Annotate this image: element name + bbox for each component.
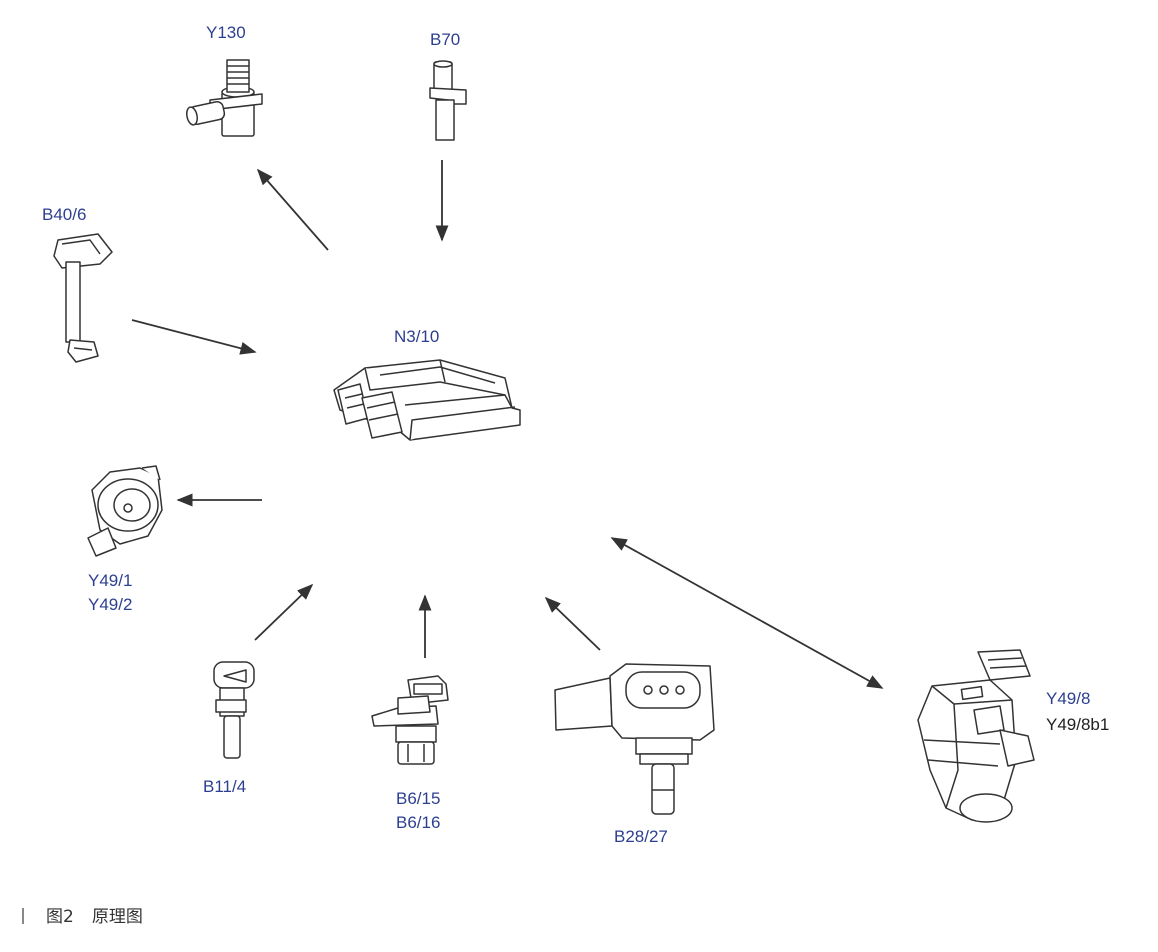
b40-6-sensor-drawing xyxy=(53,233,113,363)
b70-sensor-drawing xyxy=(429,60,467,141)
b6-15-16-sensor-drawing xyxy=(371,675,449,765)
label-b11-4: B11/4 xyxy=(203,777,247,796)
b28-27-sensor-drawing xyxy=(554,663,715,815)
arrow-b28-to-ecu xyxy=(544,596,601,651)
ecu-n3-10-drawing xyxy=(333,359,521,441)
label-y49-8: Y49/8 xyxy=(1046,689,1091,708)
figure-caption: 图2 原理图 xyxy=(22,902,143,927)
y49-1-2-actuator-drawing xyxy=(87,465,163,557)
figure-title: 原理图 xyxy=(91,907,143,927)
arrow-b11-to-ecu xyxy=(254,583,314,641)
arrow-ecu-y49-8-bidirectional xyxy=(610,537,884,689)
y49-8-actuator-drawing xyxy=(917,649,1035,823)
label-y49-2: Y49/2 xyxy=(88,595,133,614)
label-y49-8b1: Y49/8b1 xyxy=(1046,715,1110,734)
figure-number: 图2 xyxy=(46,907,74,927)
label-b6-16: B6/16 xyxy=(396,813,441,832)
arrow-b40-to-ecu xyxy=(131,319,257,355)
label-b70: B70 xyxy=(430,30,461,49)
b11-4-sensor-drawing xyxy=(213,661,255,759)
label-y130: Y130 xyxy=(206,23,246,42)
label-b40-6: B40/6 xyxy=(42,205,87,224)
label-y49-1: Y49/1 xyxy=(88,571,133,590)
label-b6-15: B6/15 xyxy=(396,789,441,808)
label-n3-10: N3/10 xyxy=(394,327,440,346)
arrow-ecu-to-y130 xyxy=(256,168,329,251)
y130-valve-drawing xyxy=(186,59,263,137)
caption-marker xyxy=(22,908,24,924)
label-b28-27: B28/27 xyxy=(614,827,668,846)
